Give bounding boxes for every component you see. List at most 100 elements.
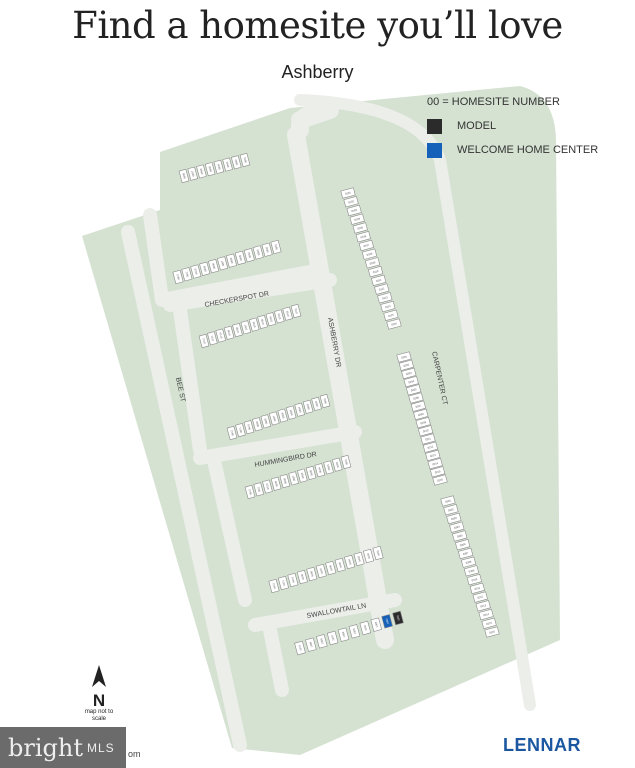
- homesite-lot[interactable]: 1007: [326, 630, 339, 646]
- homesite-lot[interactable]: 0809: [199, 261, 211, 276]
- homesite-lot[interactable]: 0108: [361, 248, 378, 260]
- homesite-lot[interactable]: 1010: [294, 640, 306, 656]
- model-homesite[interactable]: 1001: [392, 610, 404, 626]
- homesite-lot[interactable]: 0210: [417, 425, 434, 437]
- homesite-lot[interactable]: 0905: [204, 162, 216, 177]
- homesite-lot[interactable]: 0106: [355, 230, 371, 243]
- homesite-lot[interactable]: 1004: [359, 620, 372, 636]
- homesite-lot[interactable]: 0803: [252, 245, 264, 260]
- homesite-lot[interactable]: 0502: [331, 457, 343, 472]
- homesite-lot[interactable]: 0412: [268, 578, 280, 594]
- homesite-lot[interactable]: 0407: [315, 563, 327, 579]
- homesite-lot[interactable]: 0314: [478, 608, 494, 621]
- homesite-lot[interactable]: 0603: [302, 399, 314, 414]
- homesite-lot[interactable]: 0509: [270, 476, 282, 491]
- homesite-lot[interactable]: 0115: [383, 309, 399, 321]
- homesite-lot[interactable]: 0704: [265, 312, 277, 327]
- homesite-lot[interactable]: 0708: [232, 323, 243, 338]
- homesite-lot[interactable]: 0212: [422, 441, 439, 453]
- homesite-lot[interactable]: 0408: [306, 566, 318, 582]
- homesite-lot[interactable]: 0101: [340, 187, 356, 199]
- homesite-lot[interactable]: 0811: [181, 267, 193, 282]
- homesite-lot[interactable]: 0807: [217, 256, 229, 271]
- homesite-lot[interactable]: 0508: [279, 474, 291, 489]
- homesite-lot[interactable]: 0112: [374, 283, 390, 295]
- homesite-lot[interactable]: 0810: [190, 264, 202, 279]
- homesite-lot[interactable]: 0409: [296, 569, 308, 585]
- homesite-lot[interactable]: 0707: [240, 320, 252, 335]
- homesite-lot[interactable]: 0216: [432, 474, 448, 486]
- homesite-lot[interactable]: 0606: [277, 408, 289, 423]
- homesite-lot[interactable]: 0402: [363, 548, 375, 564]
- homesite-lot[interactable]: 0901: [239, 152, 251, 168]
- homesite-lot[interactable]: 0401: [372, 545, 384, 561]
- homesite-lot[interactable]: 0315: [481, 617, 497, 629]
- homesite-lot[interactable]: 0305: [452, 530, 468, 542]
- homesite-lot[interactable]: 0111: [371, 274, 387, 287]
- homesite-lot[interactable]: 0505: [305, 465, 317, 480]
- homesite-lot[interactable]: 0410: [287, 572, 299, 588]
- homesite-lot[interactable]: 0612: [226, 425, 238, 441]
- homesite-lot[interactable]: 0802: [261, 242, 273, 257]
- homesite-lot[interactable]: 0601: [319, 393, 331, 409]
- homesite-lot[interactable]: 0301: [440, 495, 456, 507]
- homesite-lot[interactable]: 0310: [466, 573, 483, 586]
- homesite-lot[interactable]: 0908: [178, 168, 190, 184]
- homesite-lot[interactable]: 0607: [268, 411, 280, 426]
- homesite-lot[interactable]: 0107: [358, 239, 375, 252]
- homesite-lot[interactable]: 1008: [315, 634, 328, 649]
- homesite-lot[interactable]: 0411: [277, 575, 289, 591]
- homesite-lot[interactable]: 0904: [213, 159, 225, 174]
- homesite-lot[interactable]: 0302: [443, 504, 459, 516]
- homesite-lot[interactable]: 0202: [398, 359, 415, 371]
- homesite-lot[interactable]: 0116: [386, 318, 402, 330]
- homesite-lot[interactable]: 0608: [260, 414, 272, 429]
- homesite-lot[interactable]: 0206: [408, 392, 424, 404]
- homesite-lot[interactable]: 0403: [353, 551, 365, 567]
- homesite-lot[interactable]: 0806: [225, 253, 237, 268]
- homesite-lot[interactable]: 0405: [334, 557, 346, 573]
- homesite-lot[interactable]: 0303: [446, 512, 462, 525]
- homesite-lot[interactable]: 0316: [484, 626, 500, 638]
- homesite-lot[interactable]: 0706: [248, 317, 260, 332]
- homesite-lot[interactable]: 0307: [457, 547, 474, 560]
- homesite-lot[interactable]: 0512: [244, 484, 256, 500]
- welcome-home-center[interactable]: 1002: [381, 614, 393, 629]
- homesite-lot[interactable]: 0203: [401, 367, 417, 380]
- homesite-lot[interactable]: 0104: [349, 213, 365, 225]
- homesite-lot[interactable]: 0506: [297, 468, 308, 483]
- homesite-lot[interactable]: 0110: [367, 265, 384, 278]
- homesite-lot[interactable]: 0705: [257, 314, 268, 329]
- homesite-lot[interactable]: 0902: [230, 155, 242, 170]
- homesite-lot[interactable]: 0207: [410, 400, 427, 412]
- homesite-lot[interactable]: 0209: [415, 416, 431, 429]
- homesite-lot[interactable]: 0510: [262, 479, 273, 494]
- homesite-lot[interactable]: 0103: [346, 204, 362, 217]
- homesite-lot[interactable]: 0712: [198, 333, 210, 349]
- homesite-lot[interactable]: 1003: [370, 617, 383, 632]
- homesite-lot[interactable]: 0306: [455, 538, 471, 551]
- homesite-lot[interactable]: 0602: [311, 396, 322, 411]
- homesite-lot[interactable]: 0604: [294, 402, 305, 417]
- homesite-lot[interactable]: 0709: [223, 325, 235, 340]
- homesite-lot[interactable]: 0503: [323, 460, 334, 475]
- homesite-lot[interactable]: 0504: [314, 463, 326, 478]
- homesite-lot[interactable]: 1005: [348, 624, 361, 639]
- homesite-lot[interactable]: 0214: [427, 457, 443, 470]
- homesite-lot[interactable]: 0102: [343, 196, 359, 208]
- homesite-lot[interactable]: 0511: [253, 482, 265, 497]
- homesite-lot[interactable]: 0501: [340, 454, 352, 470]
- homesite-lot[interactable]: 0205: [405, 384, 422, 396]
- homesite-lot[interactable]: 0114: [380, 300, 396, 313]
- homesite-lot[interactable]: 0703: [273, 309, 285, 324]
- homesite-lot[interactable]: 0611: [235, 423, 246, 438]
- homesite-lot[interactable]: 0406: [325, 560, 337, 576]
- homesite-lot[interactable]: 0711: [207, 331, 218, 346]
- homesite-lot[interactable]: 0312: [472, 591, 488, 603]
- homesite-lot[interactable]: 0201: [396, 351, 412, 363]
- homesite-lot[interactable]: 0109: [364, 257, 381, 269]
- homesite-lot[interactable]: 0213: [425, 449, 441, 462]
- homesite-lot[interactable]: 0507: [288, 471, 299, 486]
- homesite-lot[interactable]: 0308: [460, 556, 477, 568]
- homesite-lot[interactable]: 0801: [270, 239, 282, 255]
